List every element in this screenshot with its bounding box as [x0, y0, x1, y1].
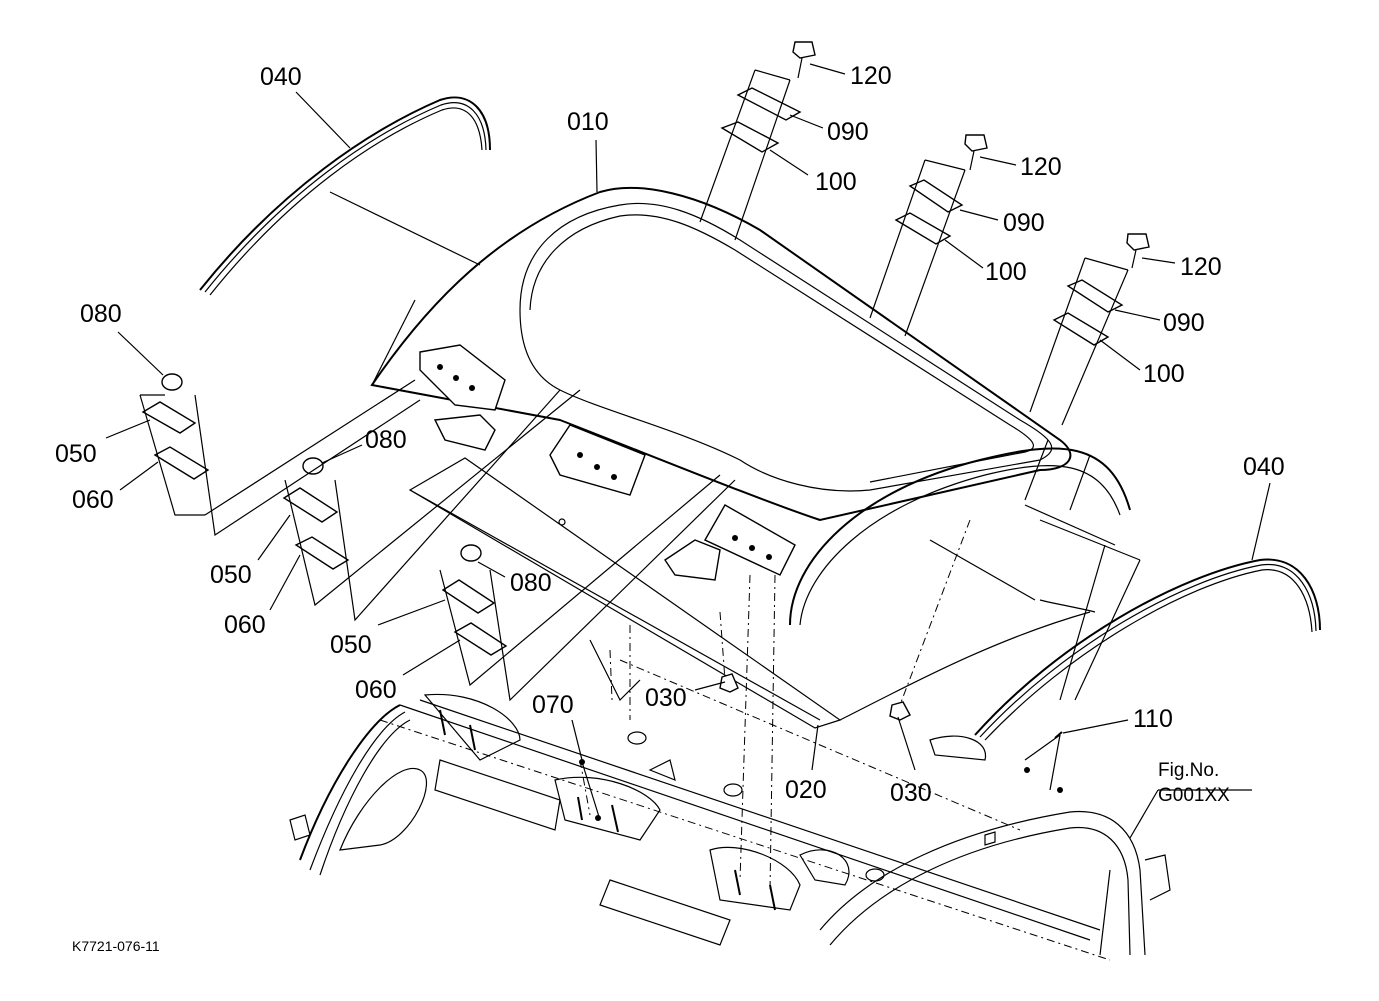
roof-panel-010: [370, 186, 1131, 626]
label-050-1: 050: [55, 440, 97, 468]
label-090-2: 090: [1003, 209, 1045, 237]
frame-dash-lines: [379, 519, 1111, 961]
label-090-3: 090: [1163, 309, 1205, 337]
clamp-group-2: [282, 457, 350, 570]
seal-panel-020: [408, 457, 1096, 729]
label-060-1: 060: [72, 486, 114, 514]
clamp-group-1: [140, 373, 210, 480]
label-030-center: 030: [645, 684, 687, 712]
figure-label-number: G001XX: [1158, 785, 1230, 806]
lower-cab-frame: [289, 639, 1171, 956]
label-050-3: 050: [330, 631, 372, 659]
clamp-group-3: [441, 544, 508, 656]
fastener-030-center: [719, 673, 739, 693]
clamp-assembly-lines: [139, 299, 736, 702]
label-030-right: 030: [890, 779, 932, 807]
label-080-3: 080: [510, 569, 552, 597]
label-110: 110: [1133, 705, 1173, 733]
figure-number-block: Fig.No. G001XX: [1158, 760, 1230, 806]
label-090-1: 090: [827, 118, 869, 146]
alignment-lines: [699, 69, 1141, 701]
figure-label-title: Fig.No.: [1158, 760, 1219, 781]
label-050-2: 050: [210, 561, 252, 589]
part-labels: 040 010 120 090 100 120 090 100 120 090 …: [55, 62, 1285, 807]
label-120-2: 120: [1020, 153, 1062, 181]
label-100-1: 100: [815, 168, 857, 196]
drawing-code: K7721-076-11: [72, 938, 160, 954]
label-060-3: 060: [355, 676, 397, 704]
label-020: 020: [785, 776, 827, 804]
fastener-030-right: [889, 701, 911, 721]
label-100-3: 100: [1143, 360, 1185, 388]
label-120-1: 120: [850, 62, 892, 90]
bolt-stack-1: [720, 41, 816, 153]
leader-lines: [105, 63, 1271, 839]
label-010: 010: [567, 108, 609, 136]
roof-mount-pads: [419, 344, 796, 581]
label-060-2: 060: [224, 611, 266, 639]
label-100-2: 100: [985, 258, 1027, 286]
trim-strip-040-left: [199, 96, 491, 296]
label-080-1: 080: [80, 300, 122, 328]
label-080-2: 080: [365, 426, 407, 454]
bolt-stack-3: [1052, 233, 1150, 346]
label-040-left: 040: [260, 63, 302, 91]
fastener-070-screws: [439, 709, 776, 911]
bolt-stack-2: [894, 134, 988, 245]
fastener-110-bolt: [1024, 731, 1063, 793]
label-120-3: 120: [1180, 253, 1222, 281]
label-040-right: 040: [1243, 453, 1285, 481]
label-070: 070: [532, 691, 574, 719]
trim-strip-040-right: [974, 558, 1321, 741]
